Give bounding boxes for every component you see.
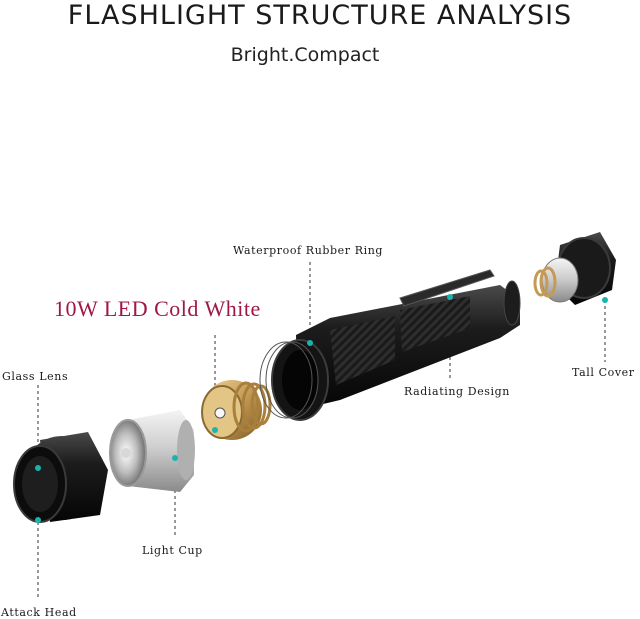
label-tail-cover: Tall Cover: [572, 366, 635, 379]
light-cup: [109, 410, 195, 492]
tail-cover: [533, 232, 616, 305]
marker-dots: [35, 294, 608, 523]
attack-head: [13, 432, 108, 523]
flashlight-body: [259, 269, 521, 421]
page-subtitle: Bright.Compact: [230, 44, 380, 66]
led-highlight-label: 10W LED Cold White: [54, 296, 261, 321]
label-attack-head: Attack Head: [1, 606, 77, 619]
label-light-cup: Light Cup: [142, 544, 203, 557]
page-title: FLASHLIGHT STRUCTURE ANALYSIS: [67, 0, 573, 31]
led-module: [201, 380, 272, 440]
label-glass-lens: Glass Lens: [2, 370, 69, 383]
label-radiating-design: Radiating Design: [404, 385, 510, 398]
label-rubber-ring: Waterproof Rubber Ring: [233, 244, 384, 257]
